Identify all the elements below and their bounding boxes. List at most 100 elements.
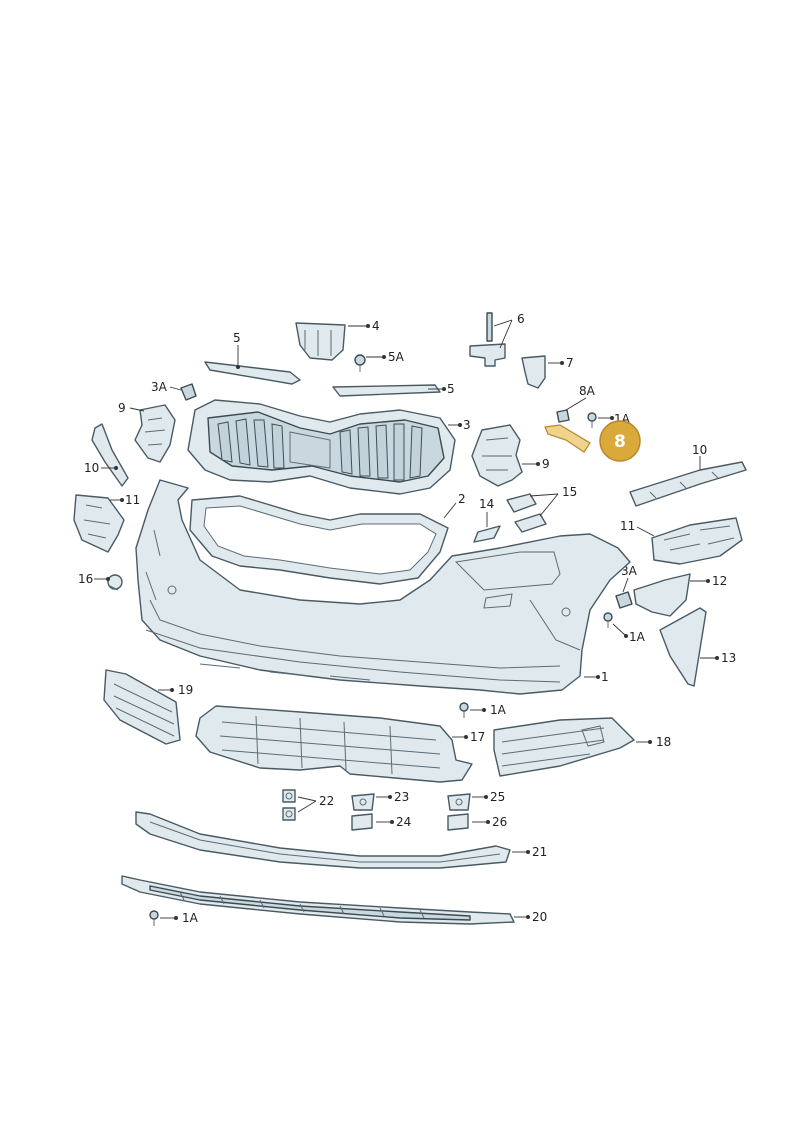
- callout-10-left: 10: [84, 461, 118, 475]
- svg-text:6: 6: [517, 312, 525, 326]
- svg-text:24: 24: [396, 815, 411, 829]
- svg-text:13: 13: [721, 651, 736, 665]
- callout-9-left: 9: [118, 401, 145, 415]
- svg-text:10: 10: [692, 443, 707, 457]
- callout-10-right: 10: [692, 443, 707, 470]
- screw-5a: [354, 354, 366, 372]
- svg-text:1: 1: [601, 670, 609, 684]
- callout-4: 4: [348, 319, 380, 333]
- callout-16: 16: [78, 572, 110, 586]
- callout-23: 23: [376, 790, 409, 804]
- svg-text:1A: 1A: [182, 911, 199, 925]
- svg-text:5A: 5A: [388, 350, 405, 364]
- svg-text:3: 3: [463, 418, 471, 432]
- callout-7: 7: [548, 356, 574, 370]
- part-17: [195, 705, 473, 783]
- part-26: [447, 813, 469, 831]
- callout-21: 21: [512, 845, 547, 859]
- svg-text:8: 8: [614, 432, 626, 452]
- part-10-right: [629, 461, 747, 507]
- part-19: [103, 669, 181, 745]
- svg-text:14: 14: [479, 497, 494, 511]
- screw-1a-mid: [603, 612, 613, 628]
- callout-9-right: 9: [522, 457, 550, 471]
- screw-1a-upper: [587, 412, 597, 428]
- svg-text:4: 4: [372, 319, 380, 333]
- svg-text:23: 23: [394, 790, 409, 804]
- part-18: [493, 717, 635, 777]
- part-10-left: [91, 423, 129, 487]
- callout-1: 1: [584, 670, 609, 684]
- callout-11-right: 11: [620, 519, 655, 537]
- part-5-lower: [332, 384, 441, 397]
- part-24: [351, 813, 373, 831]
- part-15: [506, 493, 547, 533]
- callout-15: 15: [529, 485, 577, 517]
- svg-text:18: 18: [656, 735, 671, 749]
- callout-20: 20: [514, 910, 547, 924]
- part-11-right: [651, 517, 743, 565]
- part-13: [659, 607, 707, 687]
- clip-3a-left: [180, 383, 197, 401]
- callout-5-mid: 5: [428, 382, 455, 396]
- svg-text:5: 5: [447, 382, 455, 396]
- screw-1a-bottom: [149, 910, 159, 926]
- svg-text:12: 12: [712, 574, 727, 588]
- svg-text:25: 25: [490, 790, 505, 804]
- svg-text:5: 5: [233, 331, 241, 345]
- svg-text:15: 15: [562, 485, 577, 499]
- screw-1a-lower: [459, 702, 469, 718]
- svg-text:9: 9: [542, 457, 550, 471]
- svg-text:3A: 3A: [621, 564, 638, 578]
- callout-24: 24: [376, 815, 411, 829]
- svg-text:11: 11: [125, 493, 140, 507]
- svg-text:20: 20: [532, 910, 547, 924]
- svg-text:1A: 1A: [629, 630, 646, 644]
- part-12: [633, 573, 691, 617]
- callout-8-badge: 8: [599, 420, 641, 462]
- callout-1a-bottom: 1A: [160, 911, 199, 925]
- part-5-upper: [204, 361, 301, 385]
- svg-text:22: 22: [319, 794, 334, 808]
- callout-11-left: 11: [110, 493, 140, 507]
- part-9-left: [134, 404, 176, 463]
- part-2-grille-surround: [189, 495, 449, 585]
- part-9-right: [471, 424, 523, 487]
- svg-text:3A: 3A: [151, 380, 168, 394]
- callout-17: 17: [452, 730, 485, 744]
- part-22: [282, 789, 296, 821]
- callout-3: 3: [448, 418, 471, 432]
- part-11-left: [73, 494, 125, 553]
- part-8: [544, 424, 591, 453]
- callout-25: 25: [472, 790, 505, 804]
- callout-2: 2: [443, 492, 466, 519]
- part-1-bumper: [135, 479, 631, 695]
- callout-19: 19: [158, 683, 193, 697]
- callout-12: 12: [690, 574, 727, 588]
- part-14: [473, 525, 501, 543]
- svg-text:2: 2: [458, 492, 466, 506]
- part-25: [447, 793, 471, 811]
- callout-22: 22: [297, 794, 334, 813]
- callout-5a: 5A: [366, 350, 405, 364]
- clip-3a-right: [615, 591, 633, 609]
- callout-26: 26: [472, 815, 507, 829]
- svg-text:17: 17: [470, 730, 485, 744]
- svg-text:16: 16: [78, 572, 93, 586]
- callout-3a-left: 3A: [151, 380, 182, 394]
- callout-6: 6: [493, 312, 525, 349]
- svg-text:10: 10: [84, 461, 99, 475]
- svg-text:7: 7: [566, 356, 574, 370]
- part-23: [351, 793, 375, 811]
- part-20: [121, 875, 515, 925]
- part-21: [135, 811, 511, 869]
- svg-text:1A: 1A: [490, 703, 507, 717]
- callout-1a-mid: 1A: [612, 623, 646, 644]
- callout-8a: 8A: [565, 384, 596, 411]
- svg-text:9: 9: [118, 401, 126, 415]
- svg-text:21: 21: [532, 845, 547, 859]
- part-4: [295, 322, 346, 361]
- svg-text:26: 26: [492, 815, 507, 829]
- clip-8a: [556, 409, 570, 423]
